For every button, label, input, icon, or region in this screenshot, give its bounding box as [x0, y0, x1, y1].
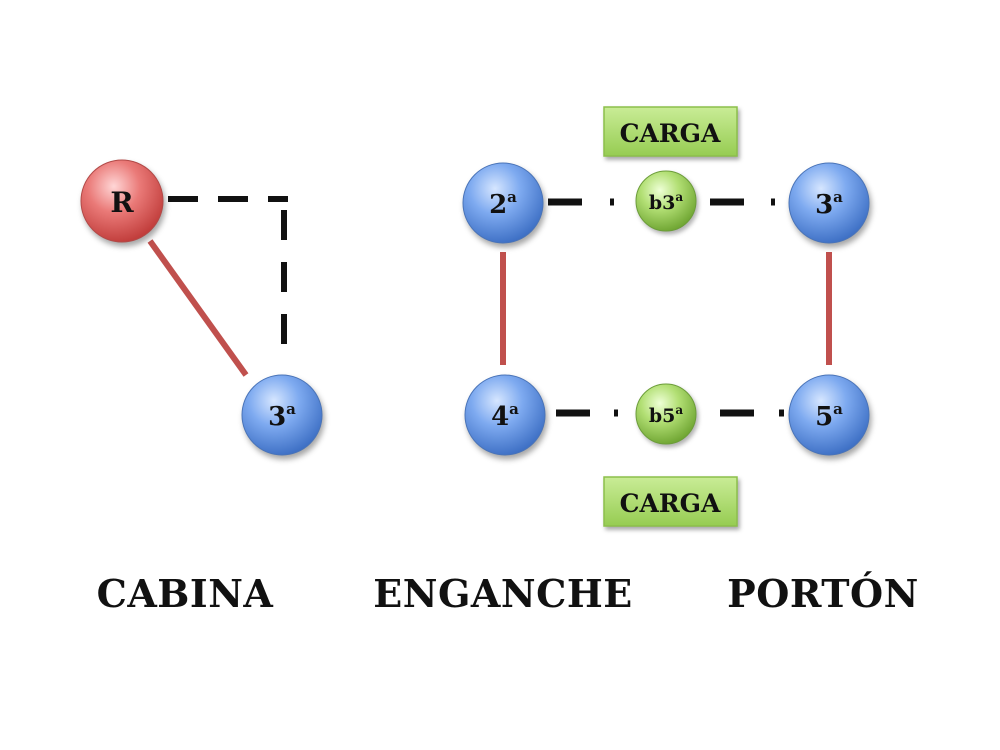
- node-enganche-4-text: 4: [491, 402, 509, 432]
- node-porton-5: 5a: [788, 374, 870, 456]
- svg-text:2a: 2a: [489, 188, 517, 220]
- node-cabina-r: R: [80, 159, 164, 243]
- load-label-bottom-text: CARGA: [620, 489, 721, 518]
- node-porton-3-text: 3: [815, 190, 833, 220]
- load-label-bottom: CARGA: [603, 476, 738, 527]
- node-porton-5-text: 5: [815, 402, 833, 432]
- section-label-enganche: ENGANCHE: [373, 571, 632, 616]
- svg-text:R: R: [110, 186, 134, 219]
- node-porton-3-sup: a: [833, 188, 843, 206]
- node-cabina-3-text: 3: [268, 402, 286, 432]
- node-cabina-3-sup: a: [286, 400, 296, 418]
- node-enganche-4: 4a: [464, 374, 546, 456]
- node-cabina-3: 3a: [241, 374, 323, 456]
- node-b5: b5a: [635, 383, 697, 445]
- node-enganche-2: 2a: [462, 162, 544, 244]
- section-label-porton: PORTÓN: [727, 571, 919, 616]
- svg-text:5a: 5a: [815, 400, 843, 432]
- node-porton-3: 3a: [788, 162, 870, 244]
- node-enganche-4-sup: a: [509, 400, 519, 418]
- node-b3-sup: a: [675, 190, 683, 204]
- svg-text:b5a: b5a: [649, 403, 684, 427]
- node-cabina-r-text: R: [110, 186, 134, 219]
- load-label-top-text: CARGA: [620, 119, 721, 148]
- node-enganche-2-text: 2: [489, 190, 507, 220]
- node-b3-text: b3: [649, 192, 676, 214]
- node-enganche-2-sup: a: [507, 188, 517, 206]
- svg-text:3a: 3a: [815, 188, 843, 220]
- svg-text:4a: 4a: [491, 400, 519, 432]
- cabina-connectors: [147, 196, 288, 377]
- node-porton-5-sup: a: [833, 400, 843, 418]
- trailer-connectors: [500, 198, 832, 417]
- node-b3: b3a: [635, 170, 697, 232]
- section-label-cabina: CABINA: [97, 571, 274, 616]
- svg-text:b3a: b3a: [649, 190, 684, 214]
- svg-text:3a: 3a: [268, 400, 296, 432]
- node-b5-sup: a: [675, 403, 683, 417]
- node-b5-text: b5: [649, 405, 676, 427]
- load-label-top: CARGA: [603, 106, 738, 157]
- cabina-solid-diagonal: [147, 239, 249, 377]
